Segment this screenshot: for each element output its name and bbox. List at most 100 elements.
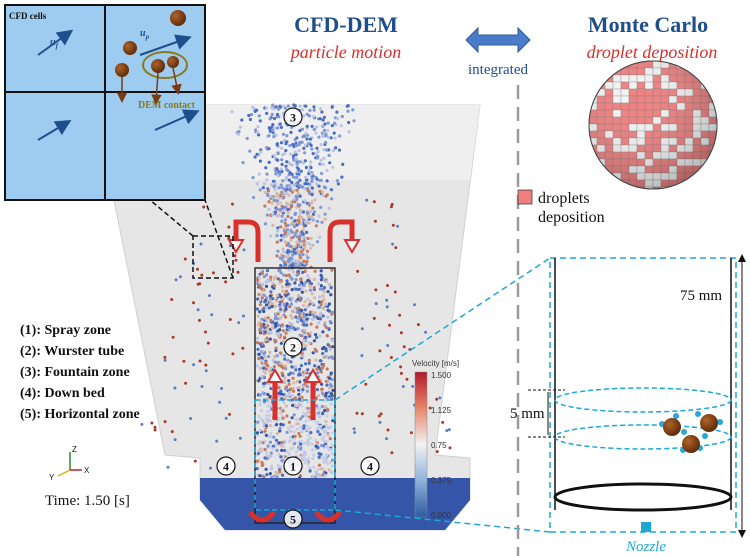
particle — [264, 284, 269, 288]
particle — [287, 429, 292, 433]
particle — [279, 190, 284, 194]
particle — [277, 213, 281, 217]
particle — [265, 146, 269, 150]
particle — [424, 330, 428, 334]
particle — [266, 189, 271, 193]
particle — [325, 280, 329, 284]
particle — [295, 310, 299, 314]
particle — [264, 166, 268, 170]
particle — [301, 253, 305, 257]
particle — [255, 467, 259, 471]
particle — [306, 297, 310, 301]
particle — [321, 330, 325, 334]
particle — [330, 197, 334, 201]
particle — [270, 112, 274, 116]
sphere-patch — [589, 88, 598, 97]
particle — [263, 355, 267, 359]
particle — [319, 273, 323, 277]
particle — [265, 213, 269, 217]
particle — [285, 134, 289, 138]
particle — [268, 117, 272, 121]
particle — [324, 459, 328, 463]
particle — [295, 307, 299, 311]
particle — [310, 186, 314, 190]
particle — [335, 110, 339, 114]
particle — [182, 359, 186, 363]
particle — [279, 233, 283, 238]
nozzle-label: Nozzle — [625, 539, 666, 555]
particle — [319, 302, 323, 307]
colorbar-tick-label: 0.000 — [431, 511, 452, 520]
particle — [279, 455, 283, 459]
particle — [329, 470, 333, 474]
particle — [285, 191, 289, 196]
particle — [268, 454, 272, 458]
particle — [275, 423, 279, 427]
particle — [327, 153, 331, 157]
particle — [290, 230, 294, 234]
particle — [196, 308, 200, 312]
particle — [257, 357, 261, 361]
particle — [256, 125, 260, 129]
particle — [200, 385, 204, 388]
particle — [255, 182, 259, 186]
particle — [272, 286, 276, 290]
particle — [314, 224, 318, 228]
particle — [282, 264, 286, 269]
particle — [292, 413, 296, 417]
sphere-patch — [692, 186, 702, 189]
particle — [317, 321, 321, 325]
particle — [289, 130, 293, 134]
particle — [304, 178, 309, 182]
particle — [270, 325, 275, 329]
particle — [285, 414, 289, 418]
particle — [302, 146, 306, 150]
particle — [322, 430, 326, 434]
particle — [288, 152, 293, 156]
particle — [321, 473, 325, 477]
particle — [278, 470, 282, 474]
particle — [288, 275, 292, 279]
particle — [309, 431, 313, 435]
particle — [290, 180, 294, 184]
zone-marker-label: 4 — [223, 460, 229, 474]
particle — [296, 191, 300, 196]
particle — [224, 416, 228, 420]
particle — [248, 149, 252, 153]
particle — [257, 379, 261, 383]
particle — [279, 444, 283, 448]
particle — [300, 429, 304, 433]
particle — [295, 380, 299, 384]
particle — [279, 193, 283, 198]
particle — [251, 105, 255, 109]
particle — [304, 165, 308, 170]
particle — [277, 186, 281, 190]
particle — [391, 242, 395, 246]
particle — [178, 275, 182, 279]
particle — [280, 214, 284, 218]
particle — [333, 121, 337, 125]
particle — [308, 300, 312, 304]
particle — [289, 313, 293, 318]
particle — [280, 440, 284, 445]
particle — [276, 158, 280, 162]
sphere-patch — [700, 61, 710, 69]
particle — [329, 402, 333, 406]
particle — [321, 411, 325, 415]
particle — [268, 294, 272, 298]
particle — [262, 293, 266, 297]
particle — [320, 190, 324, 194]
particle — [320, 443, 324, 448]
particle — [332, 131, 336, 135]
particle-cloud — [140, 103, 452, 480]
particle — [303, 159, 307, 163]
particle — [319, 158, 323, 162]
particle — [309, 166, 313, 170]
particle — [284, 367, 288, 371]
zone-legend: (1): Spray zone(2): Wurster tube(3): Fou… — [20, 323, 140, 422]
particle — [299, 221, 303, 225]
particle — [262, 309, 266, 314]
particle — [293, 200, 297, 204]
particle — [327, 468, 331, 472]
particle — [264, 367, 268, 371]
